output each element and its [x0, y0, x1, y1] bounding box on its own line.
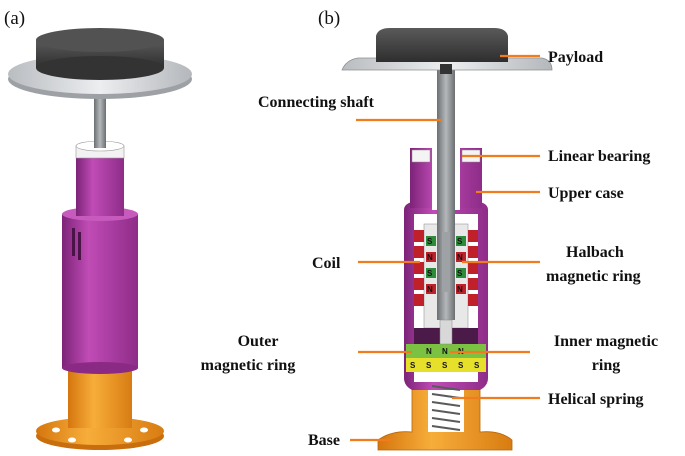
halbach-segment	[426, 252, 436, 262]
bolt-hole	[140, 427, 148, 433]
external-view	[8, 28, 192, 450]
inner-ring-segment	[454, 358, 470, 372]
inner-ring-segment	[422, 344, 438, 358]
coil-turn	[414, 246, 424, 258]
label-base: Base	[308, 432, 340, 449]
coil-turn	[468, 278, 478, 290]
coil-turn	[414, 294, 424, 306]
halbach-segment	[456, 268, 466, 278]
outer-ring-segment	[470, 358, 486, 372]
halbach-mark: N	[457, 253, 463, 262]
payload-external-top	[36, 28, 164, 52]
ring-mark: N	[426, 347, 432, 356]
halbach-segment	[456, 252, 466, 262]
coil-right	[468, 230, 478, 306]
halbach-mark: N	[457, 285, 463, 294]
case-slot	[78, 232, 81, 260]
leader-lines	[350, 54, 540, 442]
label-inner-line2: ring	[592, 357, 620, 374]
connecting-shaft-section	[437, 70, 455, 320]
inner-ring-segment	[438, 358, 454, 372]
label-connecting-shaft: Connecting shaft	[258, 94, 375, 111]
halbach-mark: S	[427, 237, 433, 246]
halbach-mark: N	[427, 253, 433, 262]
halbach-segment	[426, 236, 436, 246]
ring-mark: S	[442, 361, 448, 370]
ring-mark: S	[426, 361, 432, 370]
bolt-hole	[124, 437, 132, 443]
label-linear-bearing: Linear bearing	[548, 148, 650, 165]
label-helical-spring: Helical spring	[548, 391, 644, 408]
bolt-hole	[52, 427, 60, 433]
label-outer-line2: magnetic ring	[201, 357, 296, 374]
ring-mark: N	[442, 347, 448, 356]
ring-mark: S	[410, 361, 416, 370]
magnet-ring-row: N N N S S S S S	[406, 344, 486, 372]
halbach-mark: S	[457, 269, 463, 278]
lower-case-bottom	[62, 362, 138, 374]
coil-turn	[414, 230, 424, 242]
label-coil: Coil	[312, 255, 341, 272]
halbach-segment	[426, 284, 436, 294]
label-payload: Payload	[548, 49, 603, 66]
coil-turn	[468, 230, 478, 242]
halbach-segment	[456, 236, 466, 246]
coil-turn	[468, 246, 478, 258]
payload-section	[376, 28, 508, 62]
labels: Payload Connecting shaft Linear bearing …	[201, 49, 658, 449]
linear-bearing-left	[411, 149, 431, 163]
halbach-mark: N	[427, 285, 433, 294]
coil-turn	[468, 294, 478, 306]
section-view: S S N N S S N N N N N	[341, 28, 553, 451]
label-upper-case: Upper case	[548, 185, 624, 202]
halbach-mark: S	[457, 237, 463, 246]
label-inner-line1: Inner magnetic	[554, 333, 658, 350]
coil-turn	[414, 278, 424, 290]
label-halbach-line2: magnetic ring	[546, 268, 641, 285]
base-cavity	[428, 384, 464, 432]
ring-mark: S	[458, 361, 464, 370]
payload-external-bottom	[36, 56, 164, 80]
bolt-hole	[68, 437, 76, 443]
coil-turn	[414, 262, 424, 274]
outer-ring-segment	[406, 344, 422, 358]
outer-ring-segment	[406, 358, 422, 372]
label-halbach-line1: Halbach	[566, 244, 624, 261]
halbach-ring: S S N N S S N N	[426, 236, 466, 294]
halbach-segment	[426, 268, 436, 278]
ring-mark: S	[474, 361, 480, 370]
upper-case-external	[76, 156, 124, 216]
coil-left	[414, 230, 424, 306]
halbach-segment	[456, 284, 466, 294]
shaft-core	[442, 232, 450, 292]
helical-spring	[431, 385, 461, 431]
label-outer-line1: Outer	[238, 333, 279, 350]
shaft-end	[439, 319, 453, 345]
inner-ring-segment	[422, 358, 438, 372]
case-slot	[72, 228, 75, 256]
shaft-screw	[440, 64, 452, 74]
panel-label-b: (b)	[318, 8, 340, 29]
coil-turn	[468, 262, 478, 274]
panel-label-a: (a)	[4, 8, 25, 29]
base-cylinder	[68, 366, 132, 428]
inner-ring-segment	[438, 344, 454, 358]
halbach-mark: S	[427, 269, 433, 278]
